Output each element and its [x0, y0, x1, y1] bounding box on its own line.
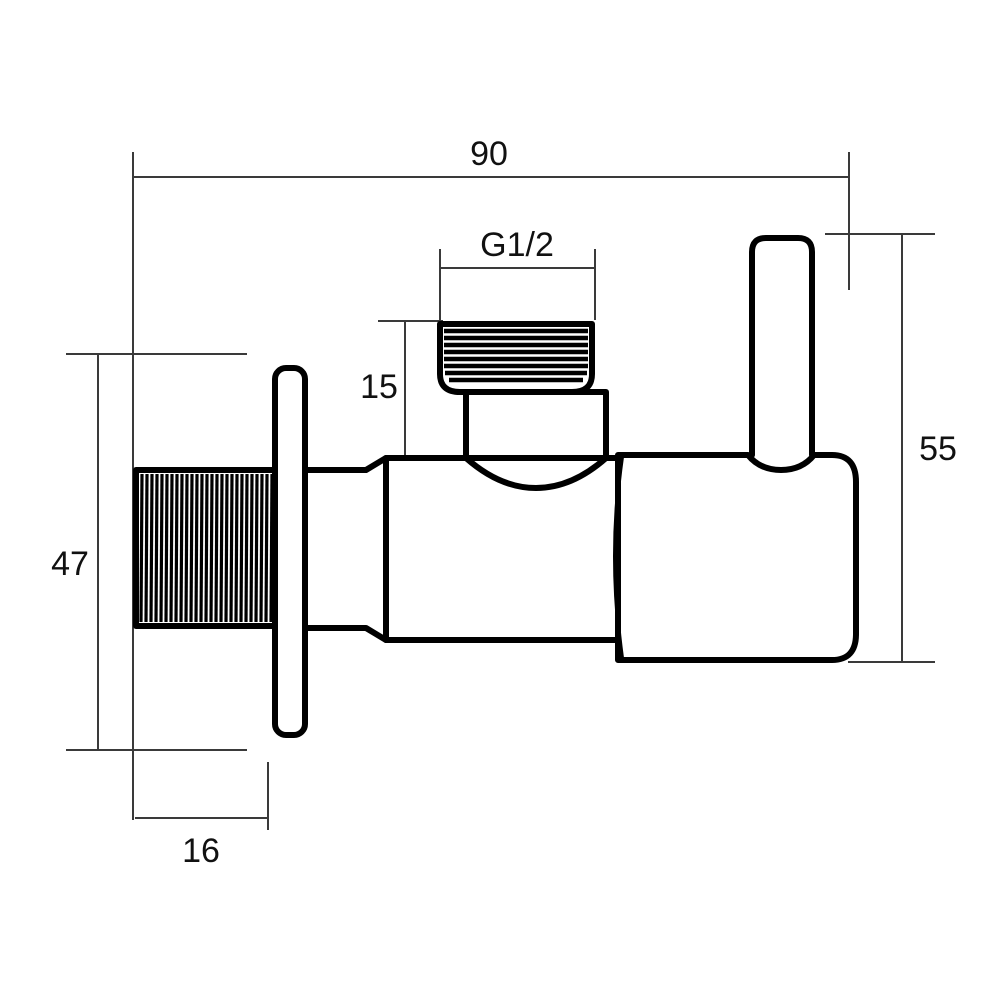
- inlet-pipe-section: [297, 455, 389, 643]
- dim-label-g12: G1/2: [480, 226, 554, 264]
- dim-label-16: 16: [182, 832, 220, 870]
- outlet-stem: [463, 389, 609, 461]
- handle-stem: [749, 235, 815, 458]
- valve-barrel-left-seam: [613, 455, 624, 660]
- dimension-outlet-height: 15: [360, 320, 443, 460]
- inlet-thread-hatching: [139, 473, 274, 623]
- valve-chamber-outline: [383, 455, 621, 643]
- wall-escutcheon-flange: [272, 365, 308, 738]
- handle-stem-outline: [749, 235, 815, 458]
- dim-label-15: 15: [360, 368, 398, 406]
- flange-plate-outline: [272, 365, 308, 738]
- dimension-inlet-height: 47: [51, 353, 247, 751]
- outlet-thread-hatching: [444, 328, 588, 383]
- dimension-thread-spec: G1/2: [439, 226, 596, 320]
- dim-label-90: 90: [470, 135, 508, 173]
- dimension-flange-depth: 16: [135, 762, 269, 870]
- inlet-threaded-nipple: [133, 467, 279, 629]
- inlet-pipe-outline: [297, 455, 389, 643]
- dimension-body-height: 55: [825, 233, 957, 663]
- dim-label-47: 47: [51, 545, 89, 583]
- valve-body-barrel: [613, 452, 859, 663]
- valve-barrel-outline: [615, 452, 859, 663]
- valve-body-chamber: [383, 455, 621, 643]
- outlet-stem-outline: [463, 389, 609, 461]
- dim-label-55: 55: [919, 430, 957, 468]
- outlet-threaded-connector: [437, 321, 595, 395]
